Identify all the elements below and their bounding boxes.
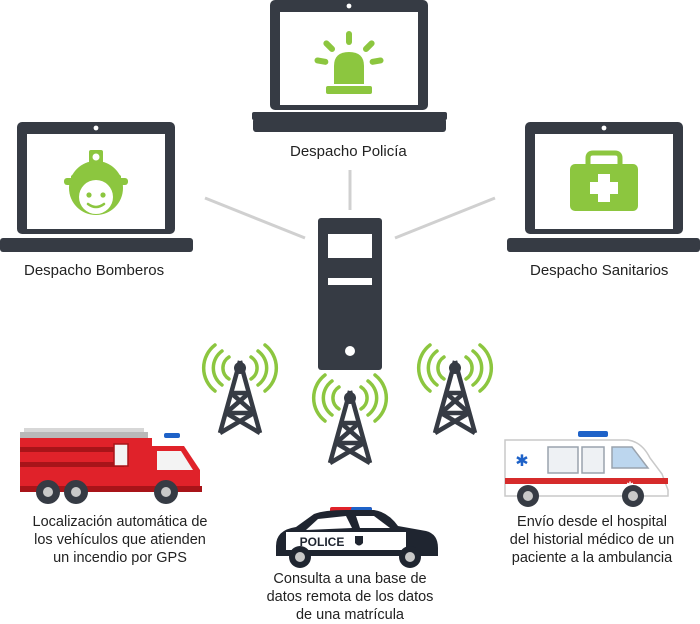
police-shield-icon xyxy=(355,536,363,546)
antenna-tower-right xyxy=(416,343,494,435)
fire-dispatch-label: Despacho Bomberos xyxy=(24,262,165,279)
ambulance-caption-line: del historial médico de un xyxy=(509,532,675,548)
police-caption-line: de una matrícula xyxy=(295,607,404,623)
health-laptop xyxy=(507,122,700,252)
firefighter-icon xyxy=(64,150,128,215)
fire-caption-line: los vehículos que atienden xyxy=(34,532,206,548)
signal-waves-icon xyxy=(416,343,494,393)
ambulance-caption-line: Envío desde el hospital xyxy=(517,514,667,530)
fire-caption-line: un incendio por GPS xyxy=(53,550,187,566)
fire-caption-line: Localización automática de xyxy=(32,514,208,530)
police-caption-line: datos remota de los datos xyxy=(266,589,434,605)
fire-truck-wheels xyxy=(36,480,178,504)
police-badge-text: POLICE xyxy=(300,535,345,549)
ambulance: ✱ ✱ xyxy=(504,431,669,507)
antenna-tower-left xyxy=(201,343,279,435)
police-caption: Consulta a una base de datos remota de l… xyxy=(255,570,445,624)
police-dispatch-label: Despacho Policía xyxy=(290,143,407,160)
police-laptop xyxy=(252,0,447,132)
connector-fire xyxy=(204,196,306,240)
police-car: POLICE xyxy=(276,507,438,568)
signal-waves-icon xyxy=(201,343,279,393)
connector-health xyxy=(394,196,496,240)
fire-laptop xyxy=(0,122,193,252)
health-dispatch-label: Despacho Sanitarios xyxy=(530,262,669,279)
server-power-icon xyxy=(345,346,355,356)
ambulance-caption-line: paciente a la ambulancia xyxy=(511,550,673,566)
fire-truck xyxy=(20,428,202,504)
police-caption-line: Consulta a una base de xyxy=(273,571,427,587)
star-of-life-icon: ✱ xyxy=(515,451,528,470)
central-server xyxy=(318,218,382,370)
fire-caption: Localización automática de los vehículos… xyxy=(20,513,220,567)
ambulance-caption: Envío desde el hospital del historial mé… xyxy=(494,513,690,567)
siren-icon xyxy=(314,31,384,94)
antenna-tower-center xyxy=(311,373,389,465)
signal-waves-icon xyxy=(311,373,389,423)
medical-kit-icon xyxy=(570,150,638,211)
connector-lines xyxy=(204,170,496,240)
